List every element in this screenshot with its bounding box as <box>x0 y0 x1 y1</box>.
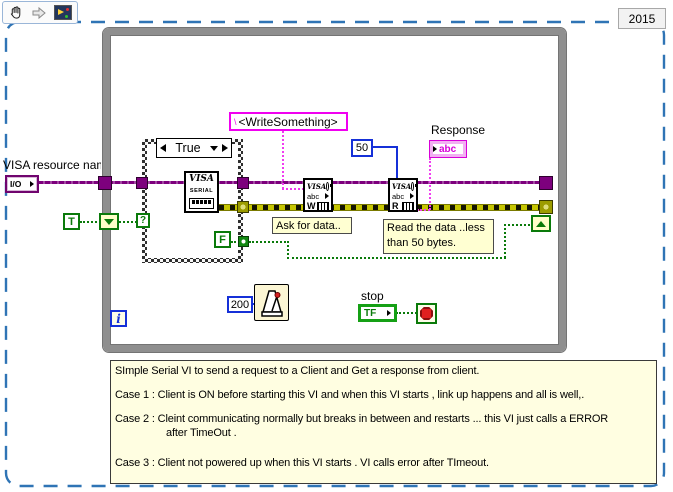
error-wire <box>219 204 546 211</box>
run-arrow-icon[interactable] <box>31 6 47 20</box>
response-wire-v <box>429 158 431 210</box>
stop-label: stop <box>361 289 384 303</box>
false-wire-seg3 <box>287 257 506 259</box>
false-wire-seg5 <box>504 224 534 226</box>
timeout-clock-icon <box>326 181 331 191</box>
visa-write-abc: abc <box>307 191 320 201</box>
stop-arrow-icon <box>387 310 391 316</box>
true-constant[interactable]: T <box>63 213 80 230</box>
write-string-text: <WriteSomething> <box>238 114 338 129</box>
false-wire-seg1 <box>249 241 289 243</box>
visa-serial-sub: SERIAL <box>189 188 214 194</box>
case-dropdown-icon[interactable] <box>210 145 218 151</box>
string-display-marker: \ <box>234 116 237 127</box>
comment-box: SImple Serial VI to send a request to a … <box>110 360 657 484</box>
metronome-icon <box>260 289 283 317</box>
byte-count-wire-h <box>372 146 398 148</box>
timeout-clock-icon <box>411 181 416 191</box>
wait-ms-node[interactable] <box>254 284 289 321</box>
vi-snippet-icon[interactable] <box>53 5 72 20</box>
response-indicator[interactable]: abc <box>429 140 467 158</box>
case-tunnel-bool-right <box>238 236 249 247</box>
case-tunnel-visa-right <box>237 177 249 189</box>
write-string-wire-h <box>282 188 304 190</box>
false-wire-seg4 <box>504 224 506 258</box>
visa-read-arrow-icon <box>410 193 414 199</box>
comment-line-2: Case 1 : Client is ON before starting th… <box>115 389 585 401</box>
stop-sign-icon <box>420 307 433 320</box>
iteration-terminal[interactable]: i <box>110 310 127 327</box>
pan-hand-icon[interactable] <box>9 5 24 20</box>
stop-control[interactable]: TF <box>358 304 397 322</box>
visa-resource-control[interactable]: I/O <box>5 175 39 193</box>
response-arrow-icon <box>433 146 437 152</box>
io-terminal-text: I/O <box>10 179 22 189</box>
visa-configure-serial-node[interactable]: VISA SERIAL <box>184 171 219 213</box>
response-wire-h <box>417 209 430 211</box>
case-selector-terminal: ? <box>136 213 150 228</box>
read-data-line2: than 50 bytes. <box>387 237 457 249</box>
visa-write-node[interactable]: VISA abc W <box>303 178 333 212</box>
visa-read-logo: VISA <box>392 181 412 191</box>
write-string-constant[interactable]: \ <WriteSomething> <box>229 112 348 131</box>
case-selector-value: True <box>175 141 201 155</box>
toolbar <box>2 1 78 24</box>
read-data-label: Read the data ..less than 50 bytes. <box>383 219 494 254</box>
comment-line-3b: after TimeOut . <box>166 427 237 439</box>
dip-switch-icon <box>189 198 214 209</box>
wait-wire <box>250 303 256 305</box>
visa-read-buffer-icon <box>402 201 414 211</box>
loop-tunnel-visa-left <box>98 176 112 190</box>
case-prev-arrow-icon[interactable] <box>160 144 166 152</box>
stop-terminal-text: TF <box>364 307 377 319</box>
visa-read-node[interactable]: VISA abc R <box>388 178 418 212</box>
shift-register-right[interactable] <box>531 215 551 232</box>
stop-wire <box>396 312 417 314</box>
visa-write-arrow-icon <box>325 193 329 199</box>
comment-line-1: SImple Serial VI to send a request to a … <box>115 365 480 377</box>
labview-year-badge: 2015 <box>618 8 666 29</box>
loop-condition-terminal[interactable] <box>416 303 437 324</box>
case-next-arrow-icon[interactable] <box>222 144 228 152</box>
io-arrow-icon <box>30 181 34 187</box>
loop-tunnel-visa-right <box>539 176 553 190</box>
loop-tunnel-error-right <box>539 200 553 214</box>
visa-write-buffer-icon <box>317 201 329 211</box>
response-label: Response <box>431 123 486 137</box>
wait-ms-constant[interactable]: 200 <box>227 296 253 313</box>
ask-for-data-label: Ask for data.. <box>272 217 352 234</box>
response-terminal-text: abc <box>439 143 457 155</box>
visa-resource-wire <box>38 181 546 184</box>
false-wire-seg2 <box>287 241 289 259</box>
comment-line-3: Case 2 : Cleint communicating normally b… <box>115 413 609 425</box>
case-tunnel-error-right <box>237 201 249 213</box>
visa-resource-label: VISA resource nam <box>3 158 101 172</box>
while-loop-border <box>103 28 566 352</box>
visa-write-letter: W <box>307 201 316 211</box>
comment-line-4: Case 3 : Client not powered up when this… <box>115 457 489 469</box>
shift-register-left[interactable] <box>99 213 119 230</box>
visa-read-abc: abc <box>392 191 405 201</box>
false-constant-wire <box>231 241 240 243</box>
visa-write-logo: VISA <box>307 181 327 191</box>
byte-count-constant[interactable]: 50 <box>351 139 373 157</box>
write-string-wire-v <box>282 131 284 189</box>
visa-serial-logo: VISA <box>189 174 214 184</box>
case-selector-label[interactable]: True <box>156 138 232 158</box>
read-data-line1: Read the data ..less <box>387 222 485 234</box>
case-tunnel-visa-left <box>136 177 148 189</box>
byte-count-wire-v <box>396 146 398 178</box>
visa-read-letter: R <box>392 201 399 211</box>
false-constant[interactable]: F <box>214 231 231 248</box>
